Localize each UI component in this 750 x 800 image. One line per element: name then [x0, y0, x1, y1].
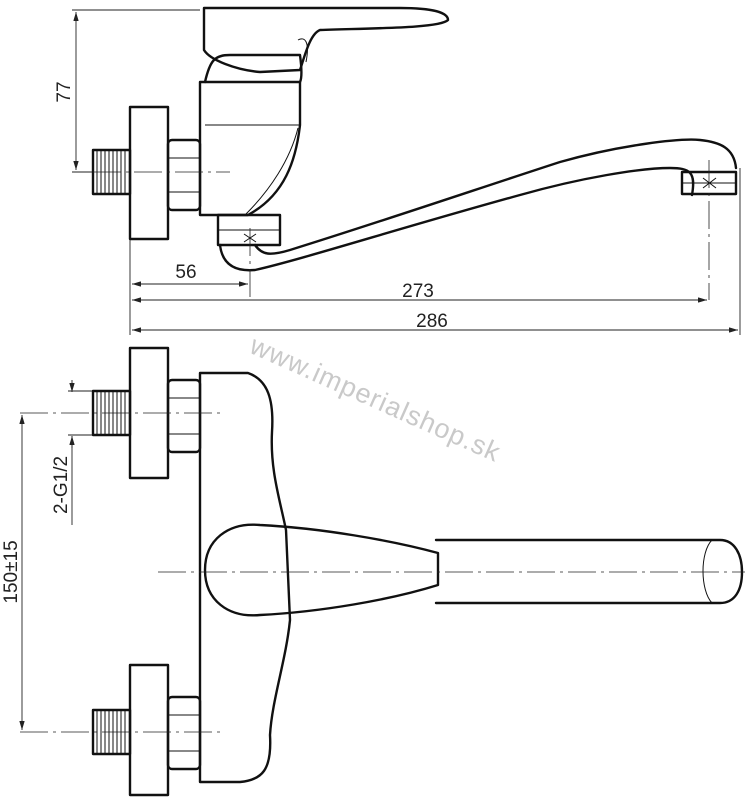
dim-thread-label: 2-G1/2 [51, 456, 72, 514]
dim-spout-reach-label: 273 [402, 281, 434, 302]
lower-hex-nut [166, 695, 202, 771]
dim-spacing: 150±15 [1, 415, 25, 730]
lever-handle-top [203, 523, 440, 617]
wall-rosette [128, 105, 170, 241]
cartridge-base [216, 213, 282, 247]
dim-height-label: 77 [54, 81, 75, 102]
upper-hex-nut [166, 378, 202, 454]
lower-rosette [128, 663, 170, 797]
threaded-inlet [91, 148, 132, 196]
spout [218, 138, 738, 272]
dim-height: 77 [54, 9, 200, 173]
dim-total-length: 286 [132, 311, 738, 333]
dim-total-length-label: 286 [416, 311, 448, 332]
dim-spout-reach: 273 [132, 281, 707, 303]
lever-handle [202, 6, 450, 74]
hex-nut [166, 138, 202, 212]
mixer-body [198, 53, 303, 217]
mixer-body-top [198, 371, 292, 784]
dim-spacing-label: 150±15 [1, 540, 22, 603]
dim-thread: 2-G1/2 [51, 380, 92, 525]
dim-inlet-offset: 56 [132, 262, 248, 287]
dim-inlet-offset-label: 56 [175, 262, 196, 283]
spout-top [434, 538, 744, 605]
top-view: 2-G1/2 150±15 [1, 346, 745, 797]
side-view: 77 56 273 286 [54, 6, 741, 335]
watermark: www.imperialshop.sk [245, 330, 506, 468]
